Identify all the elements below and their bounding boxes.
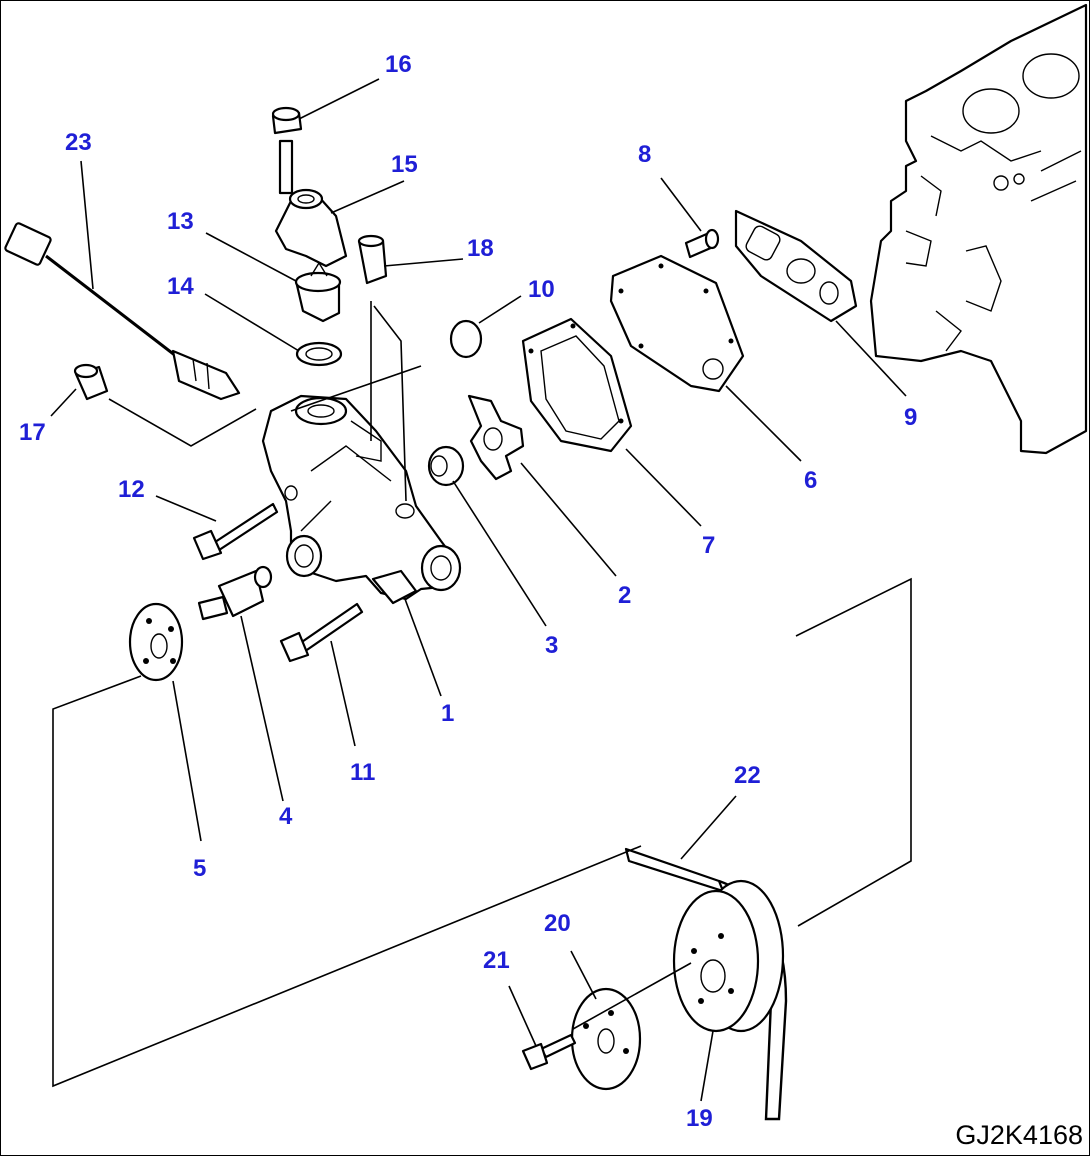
callout-17: 17 xyxy=(19,419,46,446)
sensor-harness-23 xyxy=(4,222,241,401)
callout-22: 22 xyxy=(734,762,761,789)
bolt-11 xyxy=(279,602,364,663)
drawing-code: GJ2K4168 xyxy=(955,1120,1083,1150)
gasket-9 xyxy=(734,209,858,323)
callout-14: 14 xyxy=(167,273,194,300)
bolt-16 xyxy=(271,106,303,195)
callout-6: 6 xyxy=(804,467,818,494)
callout-8: 8 xyxy=(638,141,652,168)
bolt-8 xyxy=(684,228,720,259)
gasket-ring-14 xyxy=(295,341,343,367)
callout-5: 5 xyxy=(193,855,207,882)
callout-3: 3 xyxy=(545,632,559,659)
callout-21: 21 xyxy=(483,947,510,974)
pulley-19 xyxy=(672,879,785,1033)
callout-13: 13 xyxy=(167,208,194,235)
spacer-20 xyxy=(570,987,642,1091)
cap-18 xyxy=(357,234,388,285)
callout-23: 23 xyxy=(65,129,92,156)
callout-15: 15 xyxy=(391,151,418,178)
cover-plate-6 xyxy=(609,254,745,393)
callout-12: 12 xyxy=(118,476,145,503)
water-pump-body-1 xyxy=(261,394,462,605)
callout-16: 16 xyxy=(385,51,412,78)
hub-5 xyxy=(128,602,184,682)
engine-block xyxy=(869,3,1088,455)
water-outlet-15 xyxy=(274,188,348,268)
callout-2: 2 xyxy=(618,582,632,609)
seal-3 xyxy=(427,445,465,487)
cap-17 xyxy=(73,363,109,401)
callout-1: 1 xyxy=(441,700,455,727)
leader-lines xyxy=(50,78,912,1102)
callout-20: 20 xyxy=(544,910,571,937)
callout-19: 19 xyxy=(686,1105,713,1132)
callout-9: 9 xyxy=(904,404,918,431)
impeller-2 xyxy=(467,394,525,481)
callout-11: 11 xyxy=(350,759,376,786)
callout-4: 4 xyxy=(279,803,293,830)
shaft-4 xyxy=(197,565,273,621)
thermostat-13 xyxy=(294,261,342,323)
plug-10 xyxy=(449,319,483,359)
callout-18: 18 xyxy=(467,235,494,262)
callout-10: 10 xyxy=(528,276,555,303)
callout-7: 7 xyxy=(702,532,716,559)
bolt-12 xyxy=(192,502,279,561)
gasket-7 xyxy=(521,317,633,453)
bolt-21 xyxy=(521,1033,577,1071)
